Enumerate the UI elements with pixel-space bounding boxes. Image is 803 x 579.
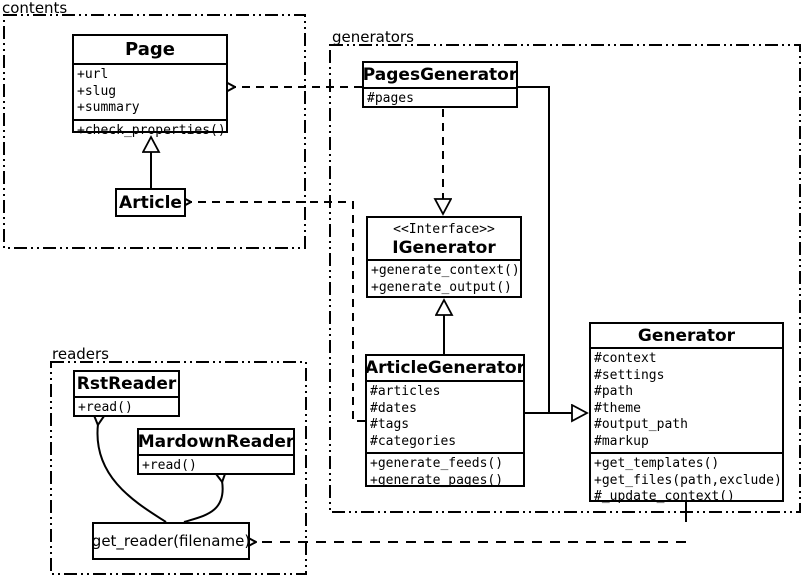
method: +get_templates() xyxy=(594,456,720,471)
class-articlegenerator-title: ArticleGenerator xyxy=(364,358,526,378)
attribute: #categories xyxy=(370,433,457,449)
class-page: Page +url +slug +summary +check_properti… xyxy=(72,34,228,138)
method: +generate_pages() xyxy=(370,472,504,488)
class-igenerator-stereotype: <<Interface>> xyxy=(393,222,495,237)
class-generator-methods: +get_templates() +get_files(path,exclude… xyxy=(591,452,782,508)
attribute: +slug xyxy=(77,83,117,99)
attribute: #theme xyxy=(594,400,641,416)
class-igenerator: <<Interface>> IGenerator +generate_conte… xyxy=(366,216,522,298)
class-igenerator-header: <<Interface>> IGenerator xyxy=(368,218,520,259)
class-page-title: Page xyxy=(125,39,175,60)
class-rstreader: RstReader +read() xyxy=(73,370,180,417)
attribute: #dates xyxy=(370,400,417,416)
class-generator: Generator #context #settings #path #them… xyxy=(589,322,784,504)
dependency-articlegenerator-to-article xyxy=(190,202,365,422)
package-label-generators: generators xyxy=(332,28,414,46)
class-articlegenerator: ArticleGenerator #articles #dates #tags … xyxy=(364,354,526,488)
attribute: +url xyxy=(77,67,109,82)
class-pagesgenerator-attributes: #pages xyxy=(364,87,516,110)
arrow-get-reader-to-rstreader xyxy=(97,424,167,523)
class-mardownreader-title: MardownReader xyxy=(137,432,295,452)
method: +read() xyxy=(142,458,197,473)
class-rstreader-title: RstReader xyxy=(76,374,177,394)
attribute: #output_path xyxy=(594,417,688,432)
arrow-get-reader-to-mardownreader xyxy=(183,481,223,523)
attribute: +summary xyxy=(77,100,140,115)
package-frame-generators xyxy=(329,44,801,513)
method: #_update_context() xyxy=(594,489,735,504)
attribute: #markup xyxy=(594,433,649,449)
class-page-methods: +check_properties() xyxy=(74,118,226,142)
class-igenerator-methods: +generate_context() +generate_output() xyxy=(368,259,520,298)
function-box-get-reader: get_reader(filename) xyxy=(92,522,250,560)
class-mardownreader-methods: +read() xyxy=(139,454,293,477)
class-rstreader-methods: +read() xyxy=(75,396,178,419)
method: +read() xyxy=(78,400,133,415)
package-frame-contents xyxy=(3,14,306,249)
class-article: Article xyxy=(115,188,186,217)
class-pagesgenerator: PagesGenerator #pages xyxy=(362,61,518,108)
method: +generate_context() xyxy=(371,263,520,278)
package-frame-readers xyxy=(50,361,307,575)
package-label-readers: readers xyxy=(52,345,109,363)
attribute: #settings xyxy=(594,367,665,383)
class-pagesgenerator-title: PagesGenerator xyxy=(362,65,518,85)
class-igenerator-title: IGenerator xyxy=(392,238,496,258)
attribute: #pages xyxy=(367,91,414,106)
class-generator-title: Generator xyxy=(637,325,736,346)
method: +get_files(path,exclude) xyxy=(594,472,782,488)
class-articlegenerator-attributes: #articles #dates #tags #categories xyxy=(367,380,523,452)
class-article-title: Article xyxy=(119,192,182,213)
attribute: #context xyxy=(594,351,657,366)
method: +generate_output() xyxy=(371,279,512,295)
class-articlegenerator-methods: +generate_feeds() +generate_pages() xyxy=(367,452,523,491)
attribute: #path xyxy=(594,384,634,399)
method: +generate_feeds() xyxy=(370,456,504,471)
class-generator-attributes: #context #settings #path #theme #output_… xyxy=(591,347,782,452)
class-mardownreader: MardownReader +read() xyxy=(137,428,295,475)
get-reader-label: get_reader(filename) xyxy=(91,532,251,550)
class-page-attributes: +url +slug +summary xyxy=(74,63,226,119)
attribute: #articles xyxy=(370,384,441,399)
attribute: #tags xyxy=(370,417,410,432)
package-label-contents: contents xyxy=(2,0,68,17)
generalization-pagesgenerator-to-generator xyxy=(518,86,587,413)
method: +check_properties() xyxy=(77,122,226,138)
